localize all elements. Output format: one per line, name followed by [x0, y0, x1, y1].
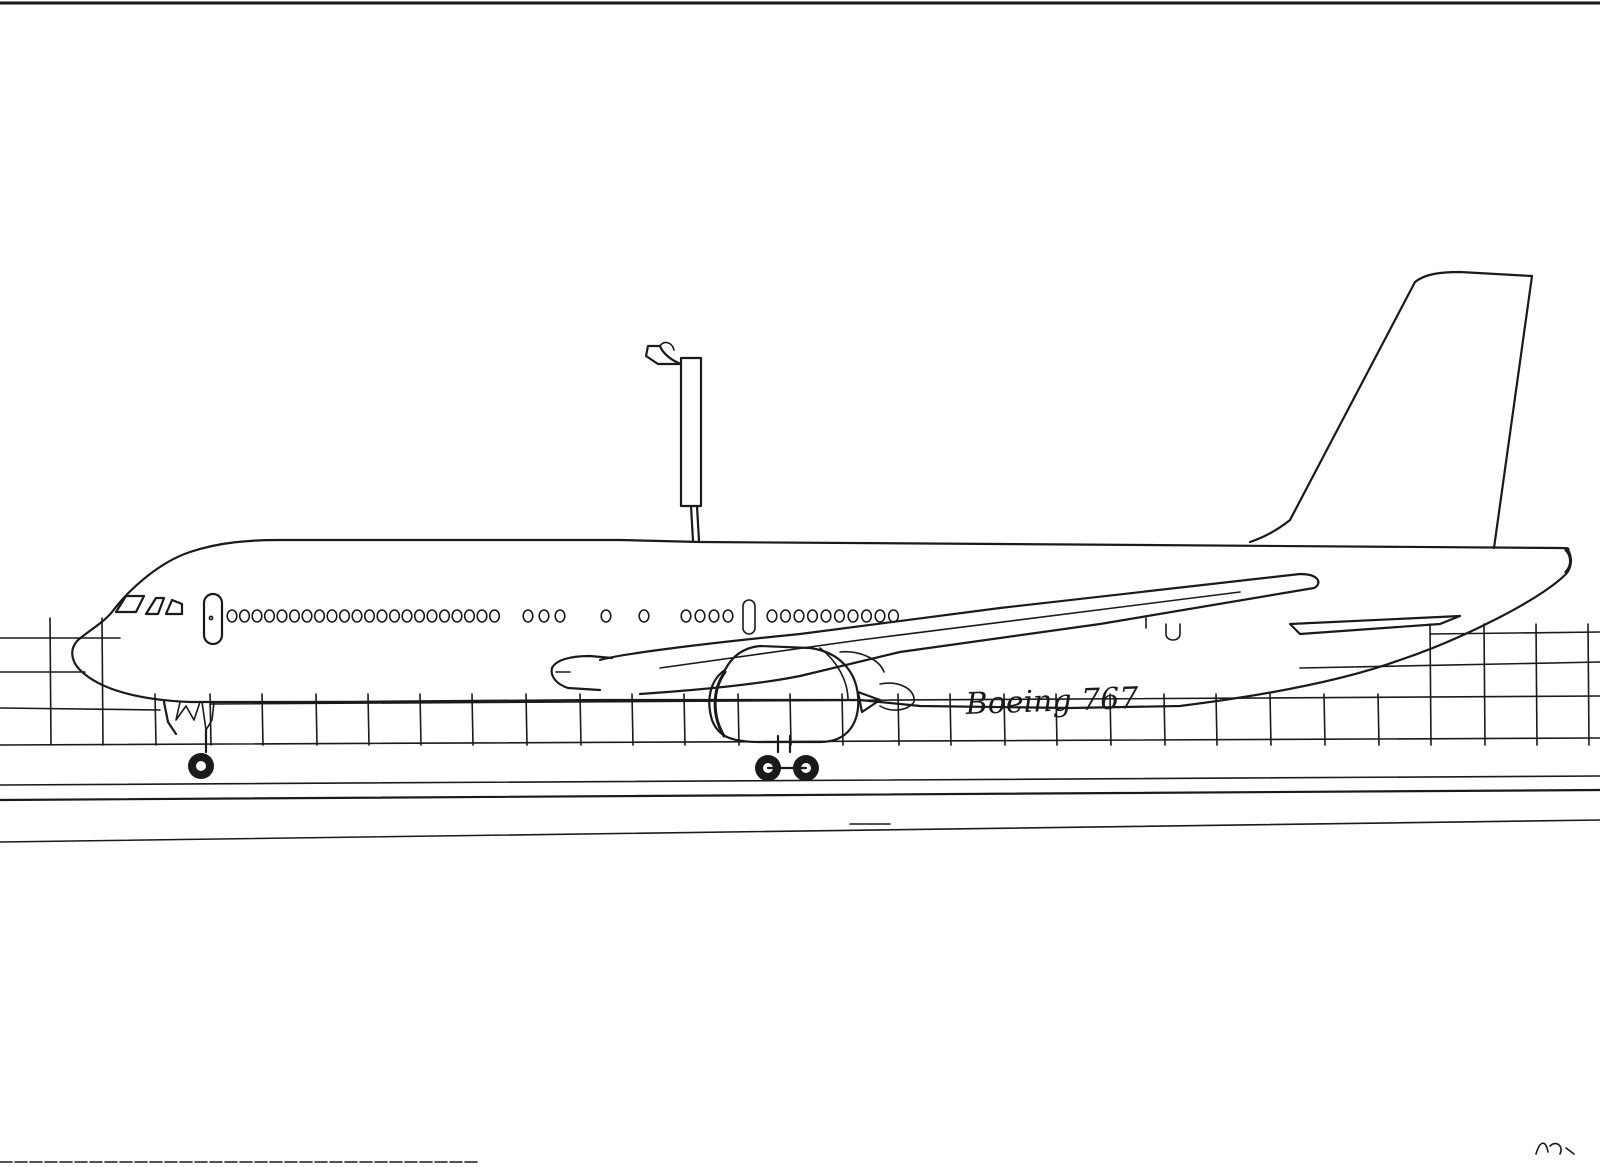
fence-post [1483, 623, 1486, 746]
fence-post [419, 693, 422, 746]
cabin-window [847, 609, 859, 623]
fence-post [525, 693, 528, 746]
mid-door [742, 599, 756, 635]
cabin-window [680, 609, 692, 623]
cabin-window [276, 609, 288, 623]
fence-post [1323, 693, 1326, 746]
fence-post [1269, 693, 1272, 746]
fence-post [949, 693, 952, 746]
cabin-window [554, 609, 566, 623]
cabin-window [694, 609, 706, 623]
cabin-window [351, 609, 363, 623]
tail-fin [1248, 270, 1534, 550]
tail-cone-tip [1564, 548, 1572, 574]
cabin-window [326, 609, 338, 623]
horizontal-stabilizer [1288, 614, 1462, 636]
runway-lines [0, 775, 1600, 843]
floodlight-pole [644, 341, 703, 543]
cabin-window [820, 609, 832, 623]
cabin-window [708, 609, 720, 623]
fence-post [631, 693, 634, 746]
cabin-window [538, 609, 550, 623]
cabin-window [833, 609, 846, 623]
cabin-window [488, 609, 501, 623]
fence-post [1003, 693, 1006, 746]
wing [550, 572, 1320, 696]
fence-post [1377, 693, 1380, 746]
fence-post [1535, 623, 1538, 746]
cabin-window [401, 609, 413, 623]
passenger-windows [226, 609, 900, 623]
engine [708, 644, 915, 744]
cabin-window [413, 609, 426, 623]
cockpit-windows [114, 594, 184, 616]
cabin-window [722, 609, 734, 623]
cabin-window [438, 609, 451, 623]
cabin-window [263, 609, 276, 623]
fence-post [101, 617, 104, 746]
cabin-window [463, 609, 476, 623]
fence-post [1587, 623, 1590, 746]
fence-post [1109, 693, 1112, 746]
cabin-window [887, 609, 900, 623]
main-landing-gear [755, 734, 819, 781]
fence-post [1429, 623, 1432, 746]
cabin-window [779, 609, 792, 623]
fence-post [579, 693, 582, 746]
fence-post [471, 693, 474, 746]
cabin-window [766, 609, 778, 623]
cabin-window [376, 609, 388, 623]
artist-mark [1535, 1142, 1575, 1155]
aft-door [1165, 623, 1181, 641]
cabin-window [338, 609, 351, 623]
fence-post [1163, 693, 1166, 746]
cabin-window [600, 609, 612, 623]
cabin-window [451, 609, 463, 623]
cabin-window [476, 609, 488, 623]
cabin-window [388, 609, 401, 623]
cabin-window [251, 609, 263, 623]
cabin-window [806, 609, 819, 623]
cabin-window [638, 609, 650, 623]
nose-landing-gear [162, 700, 215, 779]
fence-post [897, 693, 900, 746]
fence-post [737, 693, 740, 746]
cabin-window [301, 609, 313, 623]
cabin-window [793, 609, 805, 623]
fence-post [49, 617, 52, 746]
cabin-window [313, 609, 326, 623]
cabin-window [860, 609, 873, 623]
cabin-window [363, 609, 376, 623]
fence-post [683, 693, 686, 746]
cabin-window [226, 609, 238, 623]
cabin-window [238, 609, 251, 623]
cabin-window [288, 609, 301, 623]
fuselage-caption: Boeing 767 [964, 681, 1140, 722]
fence-post [154, 693, 157, 746]
cabin-window [874, 609, 886, 623]
front-door [202, 592, 224, 646]
perimeter-fence [0, 617, 1600, 746]
cabin-window [426, 609, 438, 623]
fence-post [1055, 693, 1058, 746]
cabin-window [522, 609, 534, 623]
fence-post [1215, 693, 1218, 746]
fuselage [71, 538, 1572, 710]
